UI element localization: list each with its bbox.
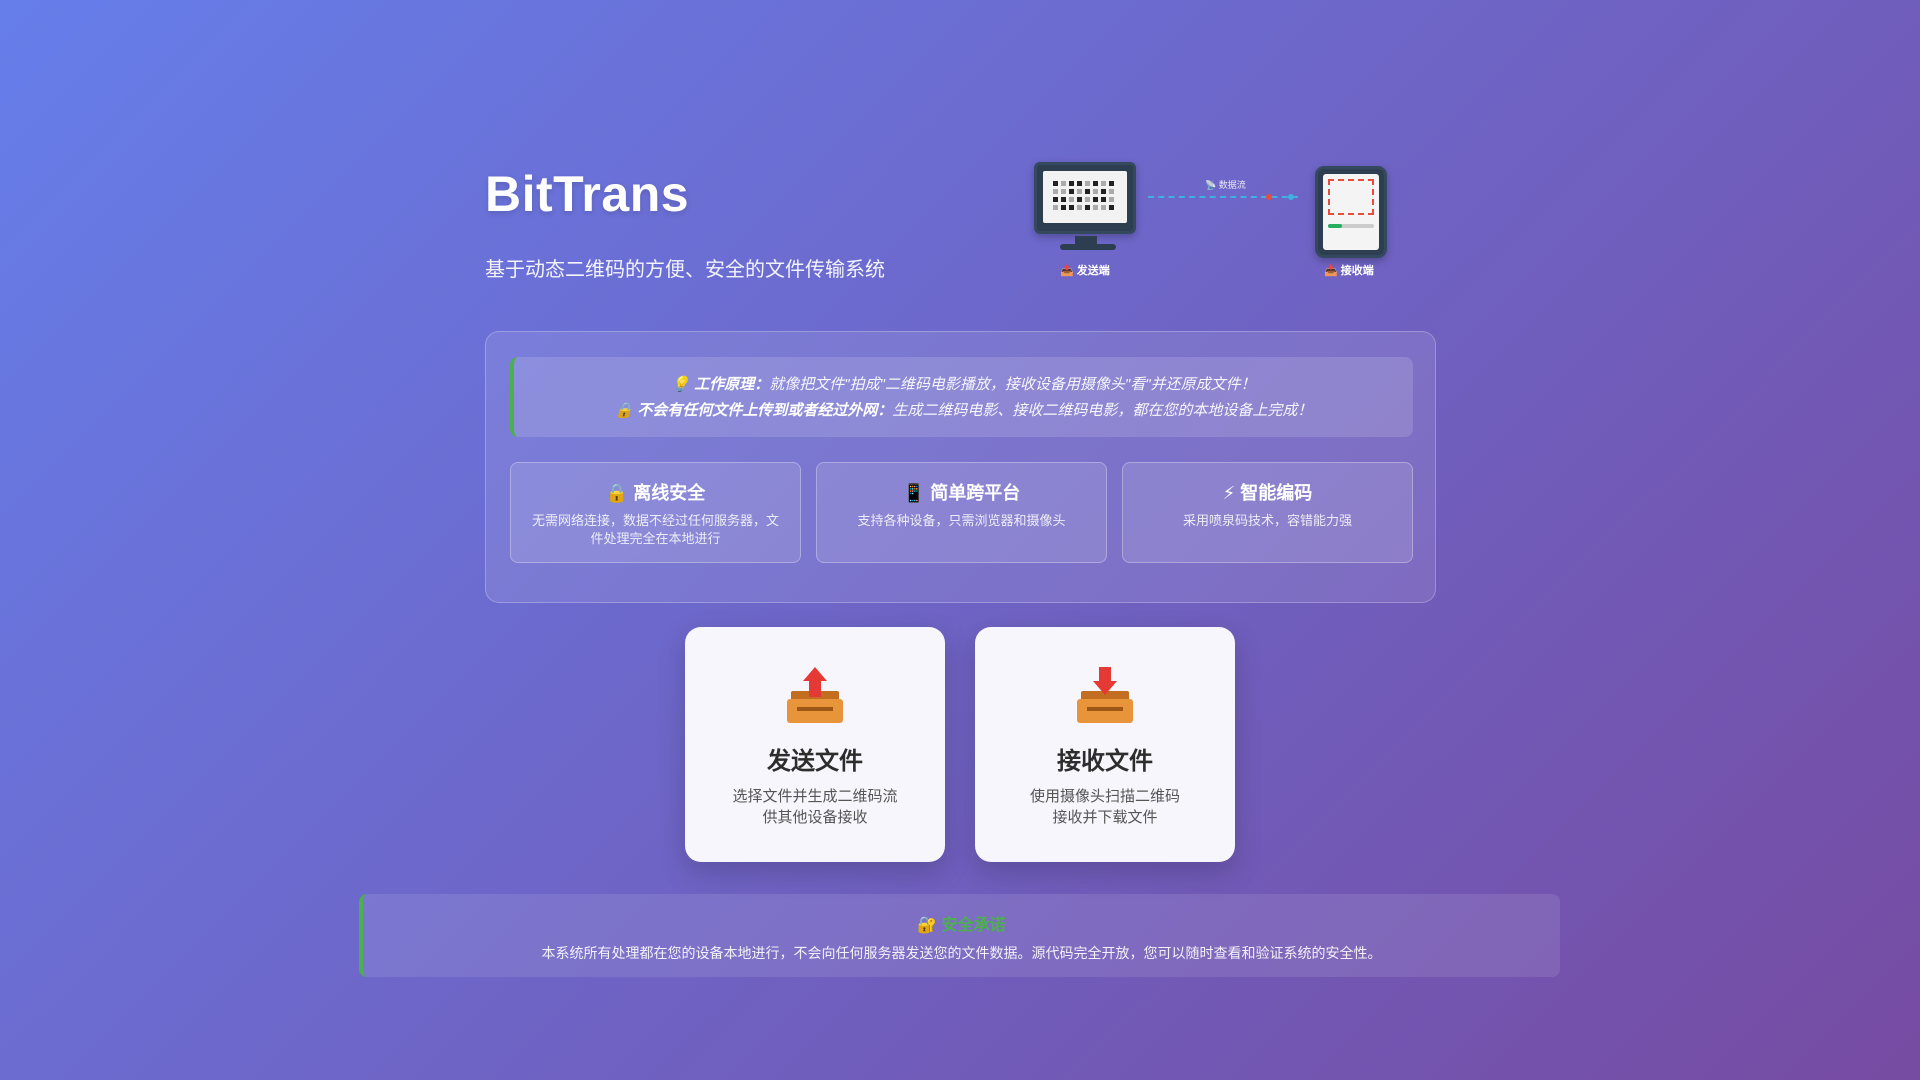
- monitor-base: [1060, 244, 1116, 250]
- feature-title: 📱 简单跨平台: [902, 483, 1021, 503]
- principle-line-2: 🔒 不会有任何文件上传到或者经过外网：生成二维码电影、接收二维码电影，都在您的本…: [514, 398, 1413, 424]
- lock-icon: 🔒: [614, 402, 634, 419]
- inbox-tray-icon: [1077, 667, 1133, 723]
- receive-progress-bar: [1328, 224, 1374, 228]
- info-panel: 💡 工作原理：就像把文件"拍成"二维码电影播放，接收设备用摄像头"看"并还原成文…: [485, 331, 1436, 603]
- feature-title: 🔒 离线安全: [605, 483, 706, 503]
- principle-label: 工作原理：: [694, 376, 770, 393]
- monitor-neck: [1075, 236, 1097, 246]
- feature-desc: 采用喷泉码技术，容错能力强: [1182, 513, 1352, 528]
- receive-desc-line-1: 使用摄像头扫描二维码: [1029, 788, 1180, 805]
- lightbulb-icon: 💡: [671, 376, 691, 393]
- flow-dot: [1266, 194, 1272, 200]
- feature-desc: 无需网络连接，数据不经过任何服务器，文件处理完全在本地进行: [531, 513, 779, 546]
- feature-card-offline: 🔒 离线安全 无需网络连接，数据不经过任何服务器，文件处理完全在本地进行: [510, 462, 801, 563]
- send-desc-line-2: 供其他设备接收: [762, 809, 868, 826]
- principle-line-1: 💡 工作原理：就像把文件"拍成"二维码电影播放，接收设备用摄像头"看"并还原成文…: [514, 372, 1413, 398]
- send-desc-line-1: 选择文件并生成二维码流: [732, 788, 898, 805]
- monitor-screen: [1043, 171, 1127, 223]
- receive-title: 接收文件: [1057, 748, 1153, 775]
- feature-title: ⚡ 智能编码: [1222, 483, 1313, 503]
- transfer-illustration: 📤 发送端 📡 数据流 📥 接收端: [1030, 160, 1390, 280]
- principle-box: 💡 工作原理：就像把文件"拍成"二维码电影播放，接收设备用摄像头"看"并还原成文…: [510, 357, 1413, 437]
- feature-card-encoding: ⚡ 智能编码 采用喷泉码技术，容错能力强: [1122, 462, 1413, 563]
- header: BitTrans 基于动态二维码的方便、安全的文件传输系统: [485, 165, 885, 282]
- phone-screen: [1323, 174, 1379, 250]
- receiver-label: 📥 接收端: [1324, 265, 1374, 277]
- receive-file-button[interactable]: 接收文件 使用摄像头扫描二维码 接收并下载文件: [975, 627, 1235, 862]
- security-title: 🔐 安全承诺: [917, 917, 1006, 934]
- flow-dot: [1288, 194, 1294, 200]
- security-text: 本系统所有处理都在您的设备本地进行，不会向任何服务器发送您的文件数据。源代码完全…: [541, 945, 1382, 961]
- offline-label: 不会有任何文件上传到或者经过外网：: [637, 402, 893, 419]
- outbox-tray-icon: [787, 667, 843, 723]
- app-subtitle: 基于动态二维码的方便、安全的文件传输系统: [485, 259, 885, 281]
- receive-desc-line-2: 接收并下载文件: [1052, 809, 1158, 826]
- offline-text: 生成二维码电影、接收二维码电影，都在您的本地设备上完成！: [892, 402, 1313, 419]
- send-desc: 选择文件并生成二维码流 供其他设备接收: [685, 786, 945, 828]
- flow-label: 📡 数据流: [1205, 180, 1246, 190]
- phone-icon: [1315, 166, 1387, 258]
- receive-desc: 使用摄像头扫描二维码 接收并下载文件: [975, 786, 1235, 828]
- feature-list: 🔒 离线安全 无需网络连接，数据不经过任何服务器，文件处理完全在本地进行 📱 简…: [510, 462, 1413, 563]
- principle-text: 就像把文件"拍成"二维码电影播放，接收设备用摄像头"看"并还原成文件！: [769, 376, 1256, 393]
- send-file-button[interactable]: 发送文件 选择文件并生成二维码流 供其他设备接收: [685, 627, 945, 862]
- qr-code-icon: [1053, 181, 1114, 210]
- sender-label: 📤 发送端: [1060, 265, 1110, 277]
- app-title: BitTrans: [485, 166, 690, 222]
- security-notice: 🔐 安全承诺 本系统所有处理都在您的设备本地进行，不会向任何服务器发送您的文件数…: [359, 894, 1560, 977]
- send-title: 发送文件: [767, 748, 863, 775]
- feature-card-cross-platform: 📱 简单跨平台 支持各种设备，只需浏览器和摄像头: [816, 462, 1107, 563]
- data-flow-line: [1148, 194, 1298, 200]
- scan-frame: [1328, 179, 1374, 215]
- receive-progress-fill: [1328, 224, 1342, 228]
- feature-desc: 支持各种设备，只需浏览器和摄像头: [857, 513, 1066, 528]
- monitor-icon: [1034, 162, 1136, 234]
